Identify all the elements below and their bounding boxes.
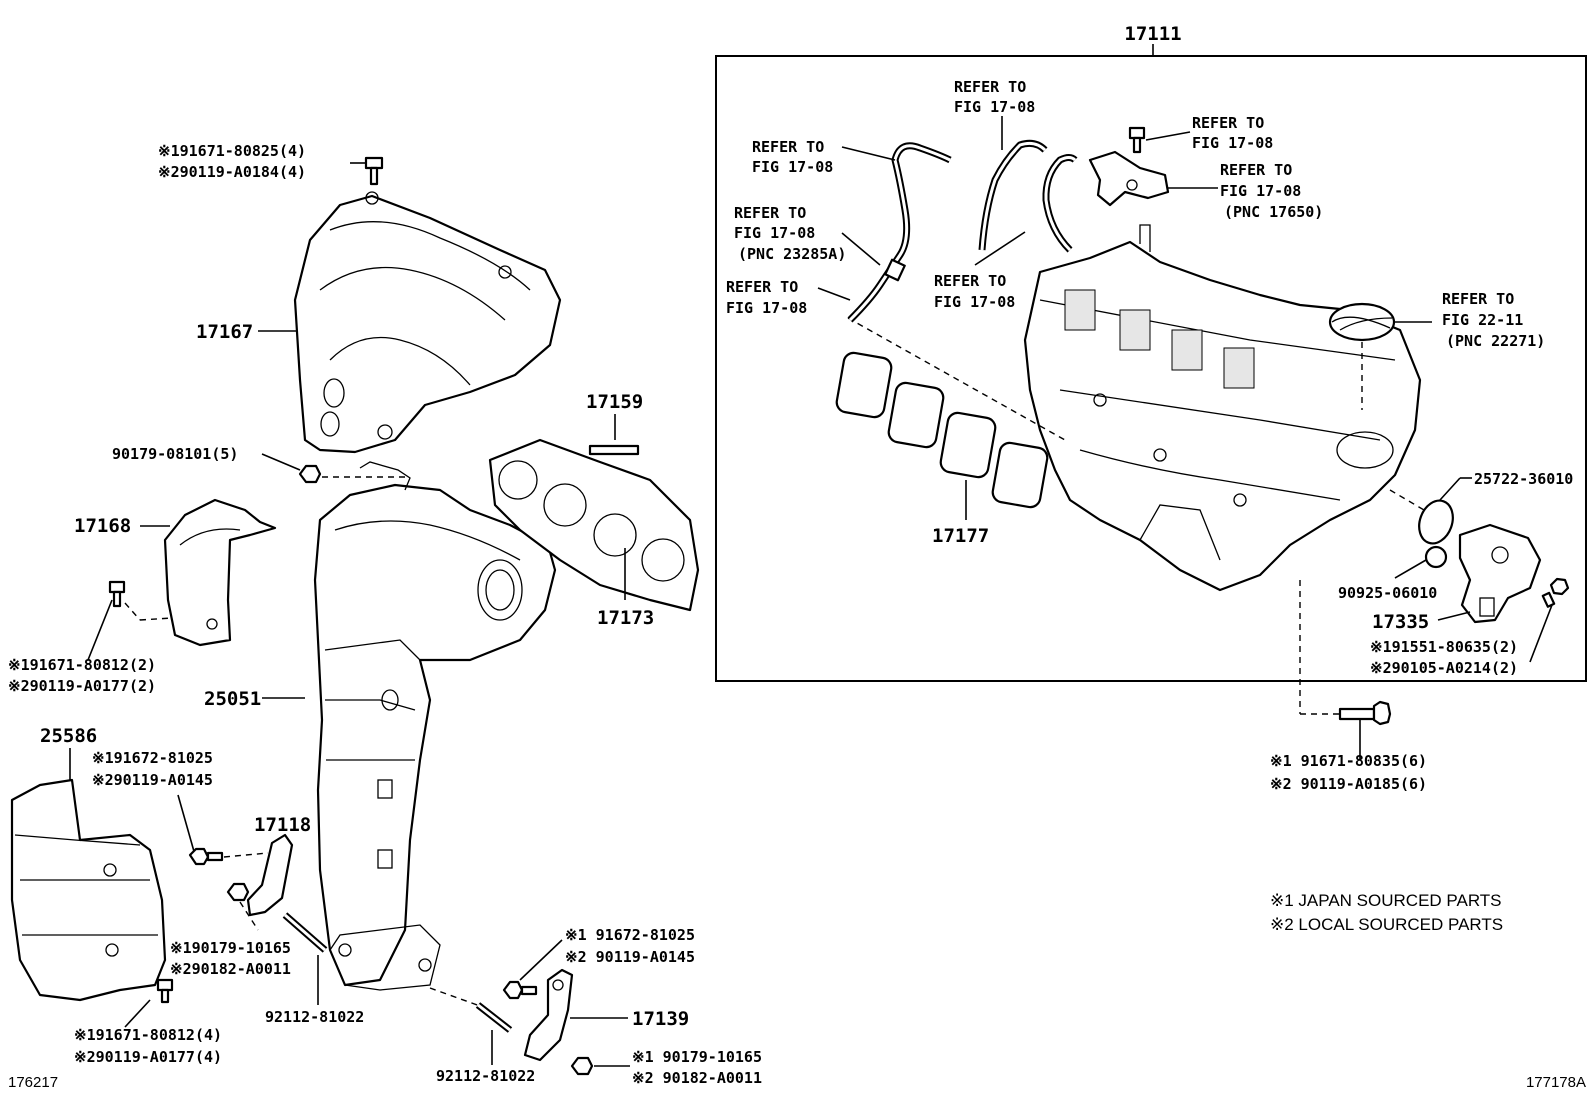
nut-icon — [226, 882, 250, 902]
bolt-icon — [156, 978, 174, 1004]
stud-icon — [588, 444, 640, 456]
refer-4-line3: (PNC 17650) — [1224, 203, 1323, 221]
note-25586-2: ※290119-A0177(4) — [74, 1048, 222, 1066]
note-17335-2: ※290105-A0214(2) — [1370, 659, 1518, 677]
refer-3-line1: REFER TO — [1192, 114, 1264, 132]
vsv-bracket-icon — [1088, 150, 1170, 207]
label-17335: 17335 — [1372, 611, 1429, 633]
note-17118-nut-2: ※290182-A0011 — [170, 960, 291, 978]
label-25051: 25051 — [204, 688, 261, 710]
note-17139-nut-2: ※2 90182-A0011 — [632, 1069, 762, 1087]
refer-6-line2: FIG 17-08 — [726, 299, 807, 317]
note-17335-1: ※191551-80635(2) — [1370, 638, 1518, 656]
note-manifold-bolt-2: ※2 90119-A0185(6) — [1270, 775, 1427, 793]
figure-id-right: 177178A — [1526, 1074, 1586, 1091]
refer-5-line1: REFER TO — [734, 204, 806, 222]
note-17118-bolt-2: ※290119-A0145 — [92, 771, 213, 789]
label-92112-a: 92112-81022 — [265, 1008, 364, 1026]
hose-icon — [847, 142, 952, 323]
throttle-gasket-icon — [1328, 302, 1396, 342]
refer-6-line1: REFER TO — [726, 278, 798, 296]
note-bolt-top-2: ※290119-A0184(4) — [158, 163, 306, 181]
refer-8-line2: FIG 22-11 — [1442, 311, 1523, 329]
refer-3-line2: FIG 17-08 — [1192, 134, 1273, 152]
label-25722-36010: 25722-36010 — [1474, 470, 1573, 488]
bolt-icon — [1128, 126, 1146, 154]
label-17111: 17111 — [1124, 23, 1181, 45]
refer-8-line1: REFER TO — [1442, 290, 1514, 308]
note-17168-1: ※191671-80812(2) — [8, 656, 156, 674]
seal-icon — [1424, 545, 1448, 569]
hose-icon — [1042, 154, 1078, 253]
refer-4-line2: FIG 17-08 — [1220, 182, 1301, 200]
note-17118-bolt-1: ※191672-81025 — [92, 749, 213, 767]
bolt-icon — [364, 156, 384, 186]
note-17168-2: ※290119-A0177(2) — [8, 677, 156, 695]
intake-manifold-group-box — [715, 55, 1587, 682]
label-17177: 17177 — [932, 525, 989, 547]
refer-7-line1: REFER TO — [934, 272, 1006, 290]
refer-2-line1: REFER TO — [752, 138, 824, 156]
label-92112-b: 92112-81022 — [436, 1067, 535, 1085]
stud-icon — [475, 1002, 513, 1033]
hose-icon — [978, 139, 1048, 251]
refer-1-line2: FIG 17-08 — [954, 98, 1035, 116]
refer-4-line1: REFER TO — [1220, 161, 1292, 179]
note-25586-1: ※191671-80812(4) — [74, 1026, 222, 1044]
refer-8-line3: (PNC 22271) — [1446, 332, 1545, 350]
exhaust-manifold-25051 — [313, 461, 557, 991]
label-17167: 17167 — [196, 321, 253, 343]
label-17159: 17159 — [586, 391, 643, 413]
gasket-17173 — [488, 438, 700, 612]
heat-insulator-17167 — [293, 191, 562, 454]
bolt-icon — [1541, 577, 1570, 608]
bolt-icon — [188, 847, 224, 866]
label-17118: 17118 — [254, 814, 311, 836]
heat-insulator-25586 — [10, 778, 167, 1002]
note-17139-bolt-1: ※1 91672-81025 — [565, 926, 695, 944]
label-90179-08101: 90179-08101(5) — [112, 445, 238, 463]
refer-7-line2: FIG 17-08 — [934, 293, 1015, 311]
refer-2-line2: FIG 17-08 — [752, 158, 833, 176]
o-ring-icon — [1418, 499, 1454, 545]
note-17118-nut-1: ※190179-10165 — [170, 939, 291, 957]
note-bolt-top-1: ※191671-80825(4) — [158, 142, 306, 160]
note-local-sourced: ※2 LOCAL SOURCED PARTS — [1270, 915, 1503, 934]
heat-insulator-17168 — [163, 498, 277, 647]
note-17139-nut-1: ※1 90179-10165 — [632, 1048, 762, 1066]
note-17139-bolt-2: ※2 90119-A0145 — [565, 948, 695, 966]
stud-icon — [282, 912, 328, 953]
refer-5-line3: (PNC 23285A) — [738, 245, 846, 263]
nut-icon — [570, 1056, 594, 1076]
gasket-17177-set — [835, 351, 1049, 509]
label-90925-06010: 90925-06010 — [1338, 584, 1437, 602]
sensor-17335 — [1458, 523, 1542, 624]
bracket-17118 — [246, 833, 294, 917]
bolt-icon — [108, 580, 126, 608]
refer-5-line2: FIG 17-08 — [734, 224, 815, 242]
bolt-icon — [1338, 700, 1392, 726]
refer-1-line1: REFER TO — [954, 78, 1026, 96]
nut-icon — [298, 464, 322, 484]
intake-manifold-17111 — [1023, 224, 1422, 592]
bolt-icon — [502, 980, 538, 1000]
note-manifold-bolt-1: ※1 91671-80835(6) — [1270, 752, 1427, 770]
bracket-17139 — [523, 968, 574, 1062]
figure-id-left: 176217 — [8, 1074, 58, 1091]
label-25586: 25586 — [40, 725, 97, 747]
label-17173: 17173 — [597, 607, 654, 629]
label-17168: 17168 — [74, 515, 131, 537]
label-17139: 17139 — [632, 1008, 689, 1030]
note-japan-sourced: ※1 JAPAN SOURCED PARTS — [1270, 891, 1502, 910]
